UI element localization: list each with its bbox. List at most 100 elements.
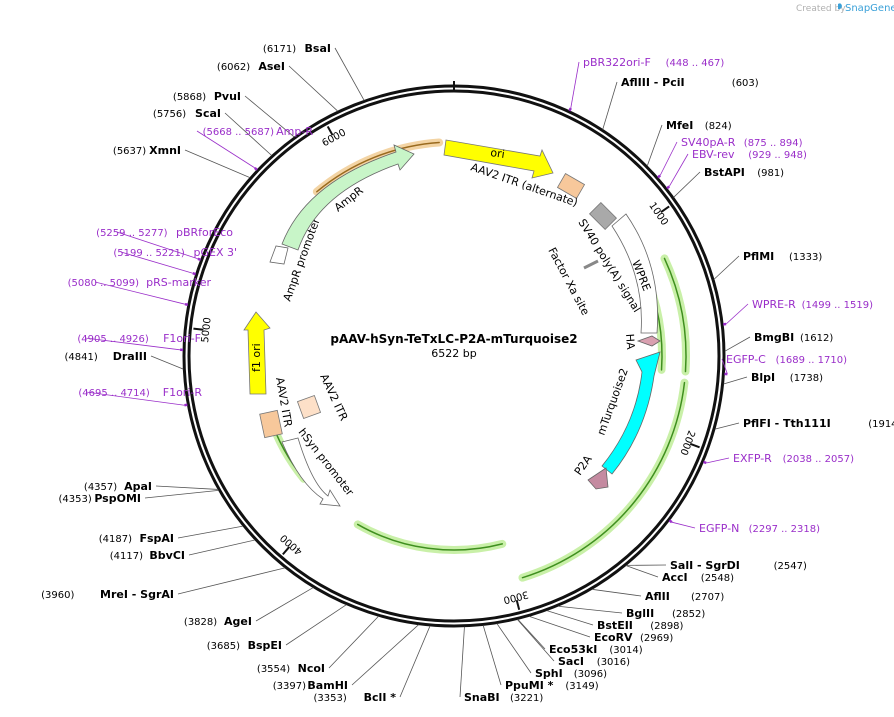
- enzyme-site[interactable]: MreI - SgrAI(3960): [41, 588, 174, 601]
- enzyme-site[interactable]: BamHI(3397): [273, 679, 348, 692]
- hsyn-promoter-arrow[interactable]: [281, 437, 341, 507]
- tick-label: 6000: [320, 127, 348, 149]
- enzyme-site[interactable]: NcoI(3554): [257, 662, 325, 675]
- enzyme-site[interactable]: BbvCI(4117): [110, 549, 185, 562]
- enzyme-site[interactable]: PspOMI(4353): [59, 492, 141, 505]
- enzyme-name: Eco53kI: [549, 643, 597, 656]
- primer-site[interactable]: F1ori-R(4695 .. 4714): [78, 386, 202, 399]
- enzyme-site[interactable]: BspEI(3685): [207, 639, 282, 652]
- wpre-arrow[interactable]: [611, 213, 658, 334]
- enzyme-name: PvuI: [214, 90, 241, 103]
- plasmid-name: pAAV-hSyn-TeTxLC-P2A-mTurquoise2: [330, 332, 577, 346]
- primer-site[interactable]: EGFP-C(1689 .. 1710): [726, 353, 847, 366]
- enzyme-site[interactable]: BclI *(3353): [314, 691, 397, 704]
- enzyme-leader: [244, 95, 295, 138]
- enzyme-site[interactable]: AflII(2707): [645, 590, 724, 603]
- enzyme-site[interactable]: ScaI(5756): [153, 107, 221, 120]
- enzyme-site[interactable]: BsaI(6171): [263, 42, 331, 55]
- enzyme-position: (3397): [273, 681, 306, 692]
- primer-site[interactable]: F1ori-F(4905 .. 4926): [77, 332, 201, 345]
- aav2-itr-alt-box[interactable]: [556, 173, 586, 199]
- primer-name: EXFP-R: [733, 452, 772, 465]
- primer-site[interactable]: pRS-marker(5080 .. 5099): [68, 276, 212, 289]
- primer-site[interactable]: EXFP-R(2038 .. 2057): [733, 452, 854, 465]
- primer-site[interactable]: SV40pA-R(875 .. 894): [681, 136, 803, 149]
- sv40-polya-box[interactable]: [588, 201, 618, 231]
- enzyme-position: (5637): [113, 146, 146, 157]
- enzyme-name: XmnI: [149, 144, 181, 157]
- aav2-itr-box[interactable]: [259, 409, 283, 439]
- primer-site[interactable]: WPRE-R(1499 .. 1519): [752, 298, 873, 311]
- enzyme-site[interactable]: PpuMI *(3149): [505, 679, 599, 692]
- factor-xa-mark[interactable]: [583, 259, 599, 270]
- enzyme-site[interactable]: SnaBI(3221): [464, 691, 543, 704]
- enzyme-position: (1914): [868, 419, 894, 430]
- enzyme-position: (824): [705, 121, 732, 132]
- primer-name: F1ori-F: [163, 332, 201, 345]
- primer-mark: [197, 257, 202, 262]
- primer-site[interactable]: Amp-R(5668 .. 5687): [203, 125, 314, 138]
- ampr-arrow[interactable]: [281, 144, 415, 251]
- enzyme-leader: [602, 81, 618, 130]
- enzyme-name: BamHI: [307, 679, 348, 692]
- primer-leader: [196, 130, 255, 169]
- enzyme-name: ApaI: [124, 480, 152, 493]
- enzyme-site[interactable]: BmgBI(1612): [754, 331, 833, 344]
- enzyme-site[interactable]: AflIII - PciI(603): [621, 76, 759, 89]
- enzyme-site[interactable]: AgeI(3828): [184, 615, 252, 628]
- enzyme-position: (3685): [207, 641, 240, 652]
- enzyme-position: (6062): [217, 62, 250, 73]
- aav2-itr-inner-box[interactable]: [296, 394, 322, 420]
- primer-leader: [725, 303, 749, 325]
- enzyme-site[interactable]: BglII(2852): [626, 607, 705, 620]
- ha-tag[interactable]: [636, 335, 661, 347]
- f1-ori-arrow[interactable]: [243, 311, 271, 395]
- enzyme-position: (2969): [640, 633, 673, 644]
- ori-arrow[interactable]: [443, 139, 554, 179]
- enzyme-site[interactable]: EcoRV(2969): [594, 631, 673, 644]
- enzyme-position: (3554): [257, 664, 290, 675]
- p2a-arrow[interactable]: [587, 467, 609, 490]
- enzyme-site[interactable]: BstAPI(981): [704, 166, 784, 179]
- enzyme-site[interactable]: PflFI - Tth111I(1914): [743, 417, 894, 430]
- primer-position: (1689 .. 1710): [776, 355, 848, 366]
- enzyme-site[interactable]: MfeI(824): [666, 119, 732, 132]
- primer-site[interactable]: pBRforEco(5259 .. 5277): [96, 226, 233, 239]
- enzyme-site[interactable]: BlpI(1738): [751, 371, 823, 384]
- enzyme-name: SalI - SgrDI: [670, 559, 740, 572]
- enzyme-name: SacI: [558, 655, 584, 668]
- ampr-promoter-arrow[interactable]: [269, 245, 289, 265]
- enzyme-leader: [496, 623, 532, 674]
- enzyme-leader: [713, 255, 740, 280]
- primer-mark: [668, 519, 673, 524]
- enzyme-site[interactable]: ApaI(4357): [84, 480, 152, 493]
- enzyme-site[interactable]: DraIII(4841): [65, 350, 147, 363]
- primer-site[interactable]: pGEX 3'(5199 .. 5221): [113, 246, 237, 259]
- mturquoise2-arrow[interactable]: [601, 351, 661, 475]
- primer-name: pBR322ori-F: [583, 56, 651, 69]
- enzyme-site[interactable]: SphI(3096): [535, 667, 607, 680]
- enzyme-site[interactable]: SalI - SgrDI(2547): [670, 559, 807, 572]
- enzyme-site[interactable]: PflMI(1333): [743, 250, 822, 263]
- primer-name: EBV-rev: [692, 148, 735, 161]
- enzyme-site[interactable]: AseI(6062): [217, 60, 285, 73]
- enzyme-site[interactable]: BstEII(2898): [597, 619, 684, 632]
- primer-position: (1499 .. 1519): [802, 300, 874, 311]
- enzyme-site[interactable]: AccI(2548): [662, 571, 734, 584]
- enzyme-site[interactable]: SacI(3016): [558, 655, 630, 668]
- tick-mark: [689, 442, 700, 449]
- enzyme-site[interactable]: XmnI(5637): [113, 144, 181, 157]
- enzyme-leader: [177, 525, 244, 539]
- enzyme-site[interactable]: FspAI(4187): [99, 532, 174, 545]
- enzyme-leader: [625, 565, 659, 578]
- enzyme-leader: [155, 485, 219, 490]
- enzyme-site[interactable]: Eco53kI(3014): [549, 643, 643, 656]
- enzyme-position: (2707): [691, 592, 724, 603]
- primer-site[interactable]: EGFP-N(2297 .. 2318): [699, 522, 820, 535]
- primer-leader: [94, 281, 186, 305]
- enzyme-site[interactable]: PvuI(5868): [173, 90, 241, 103]
- credit-brand: SnapGene: [845, 3, 894, 14]
- primer-site[interactable]: pBR322ori-F(448 .. 467): [583, 56, 724, 69]
- primer-site[interactable]: EBV-rev(929 .. 948): [692, 148, 807, 161]
- enzyme-position: (1738): [790, 373, 823, 384]
